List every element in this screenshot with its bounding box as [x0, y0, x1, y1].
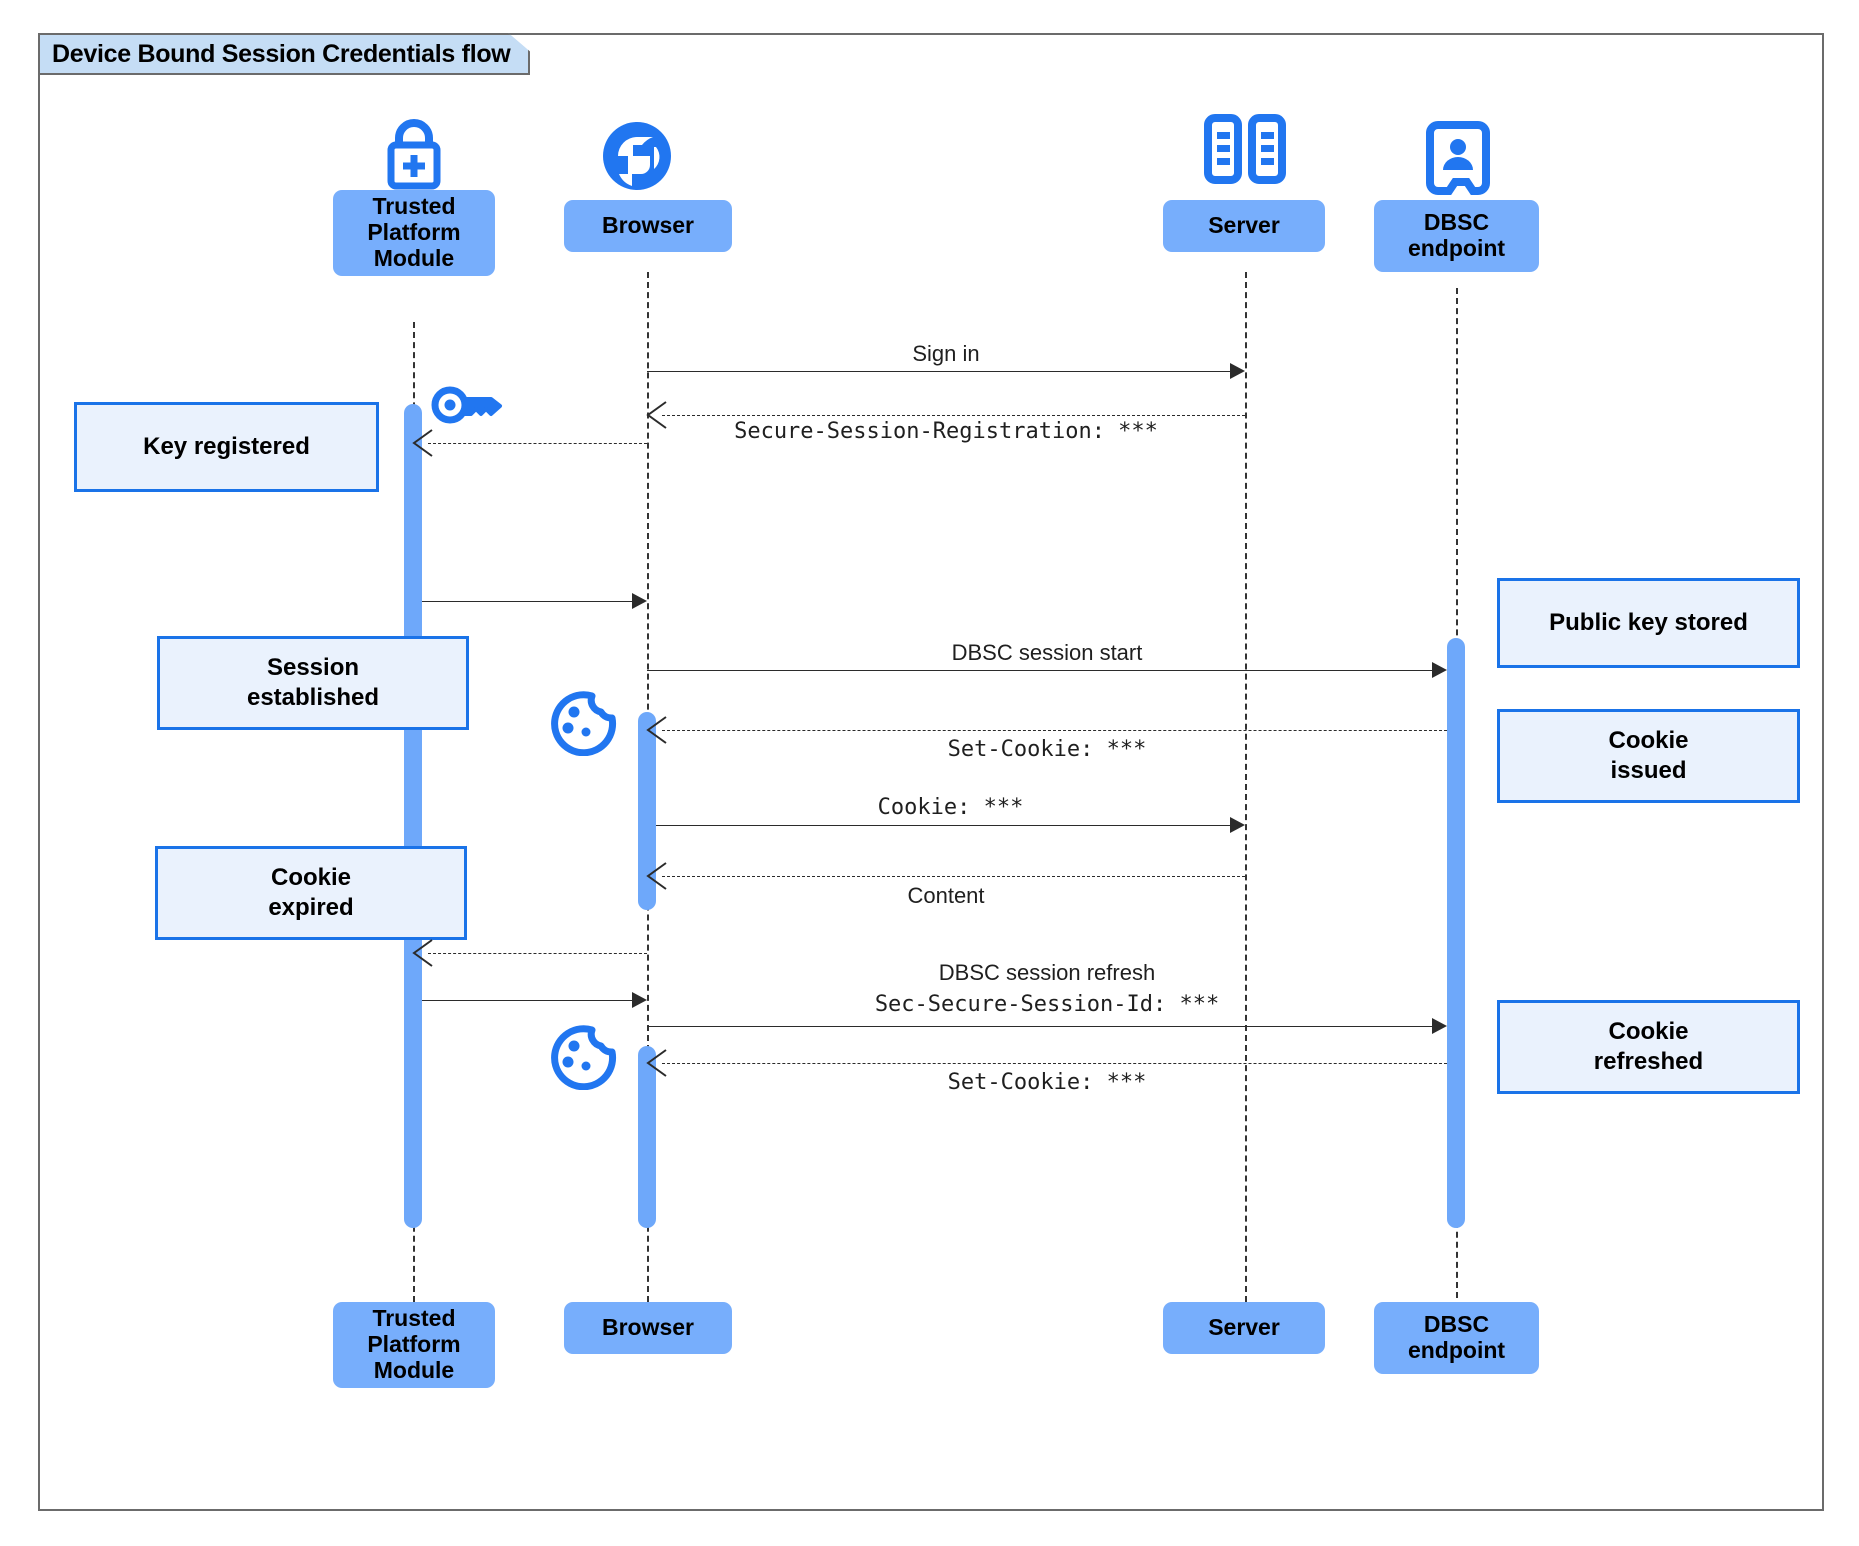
message-line-browser-to-tpm-1: [428, 443, 647, 444]
note-text: Key registered: [143, 433, 310, 460]
message-label-sec-secure-session-id: Sec-Secure-Session-Id: ***: [874, 992, 1220, 1017]
cookie-icon: [548, 1024, 618, 1095]
arrowhead-cookie: [1230, 817, 1245, 833]
activation-dbsc: [1447, 638, 1465, 1228]
message-label-dbsc-session-start: DBSC session start: [951, 640, 1143, 665]
lifeline-server: [1245, 272, 1247, 1302]
arrowhead-tpm-to-browser-2: [632, 992, 647, 1008]
message-label-set-cookie-1: Set-Cookie: ***: [947, 737, 1147, 762]
participant-label: Trusted Platform Module: [367, 1305, 461, 1383]
cookie-icon: [548, 690, 618, 761]
globe-icon: [598, 117, 676, 200]
arrowhead-dbsc-session-start: [1432, 662, 1447, 678]
participant-label: Server: [1208, 212, 1280, 239]
message-label-dbsc-session-refresh: DBSC session refresh: [938, 960, 1156, 985]
message-label-content: Content: [907, 883, 985, 908]
arrowhead-sign-in: [1230, 363, 1245, 379]
id-badge-icon: [1425, 120, 1491, 203]
participant-dbsc-top[interactable]: DBSC endpoint: [1374, 200, 1539, 272]
key-icon: [430, 382, 508, 433]
message-line-dbsc-session-start: [647, 670, 1432, 671]
activation-tpm: [404, 404, 422, 1228]
participant-tpm-bottom[interactable]: Trusted Platform Module: [333, 1302, 495, 1388]
message-line-dbsc-session-refresh: [647, 1026, 1432, 1027]
participant-server-top[interactable]: Server: [1163, 200, 1325, 252]
message-label-cookie: Cookie: ***: [877, 795, 1024, 820]
diagram-title: Device Bound Session Credentials flow: [38, 33, 530, 75]
note-public-key-stored: Public key stored: [1497, 578, 1800, 668]
activation-browser-1: [638, 712, 656, 910]
participant-label: Browser: [601, 1314, 695, 1341]
activation-browser-2: [638, 1046, 656, 1228]
participant-label: Trusted Platform Module: [367, 193, 461, 271]
server-rack-icon: [1200, 113, 1290, 192]
message-line-tpm-to-browser-2: [422, 1000, 632, 1001]
participant-browser-top[interactable]: Browser: [564, 200, 732, 252]
message-line-set-cookie-2: [662, 1063, 1447, 1064]
message-line-tpm-to-browser-1: [422, 601, 632, 602]
note-cookie-refreshed: Cookie refreshed: [1497, 1000, 1800, 1094]
note-cookie-issued: Cookie issued: [1497, 709, 1800, 803]
participant-label: DBSC endpoint: [1407, 209, 1506, 261]
message-label-set-cookie-2: Set-Cookie: ***: [947, 1070, 1147, 1095]
participant-label: DBSC endpoint: [1407, 1311, 1506, 1363]
message-line-cookie: [656, 825, 1230, 826]
arrowhead-tpm-to-browser-1: [632, 593, 647, 609]
participant-label: Browser: [601, 212, 695, 239]
note-text: Public key stored: [1549, 609, 1748, 636]
note-key-registered: Key registered: [74, 402, 379, 492]
note-text: Session established: [246, 654, 380, 711]
message-line-browser-to-tpm-2: [428, 953, 647, 954]
participant-dbsc-bottom[interactable]: DBSC endpoint: [1374, 1302, 1539, 1374]
note-text: Cookie issued: [1608, 727, 1689, 784]
note-cookie-expired: Cookie expired: [155, 846, 467, 940]
participant-tpm-top[interactable]: Trusted Platform Module: [333, 190, 495, 276]
note-session-established: Session established: [157, 636, 469, 730]
participant-browser-bottom[interactable]: Browser: [564, 1302, 732, 1354]
lock-plus-icon: [372, 116, 456, 197]
participant-server-bottom[interactable]: Server: [1163, 1302, 1325, 1354]
note-text: Cookie expired: [268, 864, 354, 921]
message-label-sign-in: Sign in: [912, 341, 980, 366]
message-line-secure-session-registration: [662, 415, 1245, 416]
note-text: Cookie refreshed: [1593, 1018, 1704, 1075]
message-line-content: [662, 876, 1245, 877]
message-line-set-cookie-1: [662, 730, 1447, 731]
message-label-secure-session-registration: Secure-Session-Registration: ***: [734, 419, 1158, 444]
arrowhead-dbsc-session-refresh: [1432, 1018, 1447, 1034]
participant-label: Server: [1208, 1314, 1280, 1341]
message-line-sign-in: [647, 371, 1230, 372]
